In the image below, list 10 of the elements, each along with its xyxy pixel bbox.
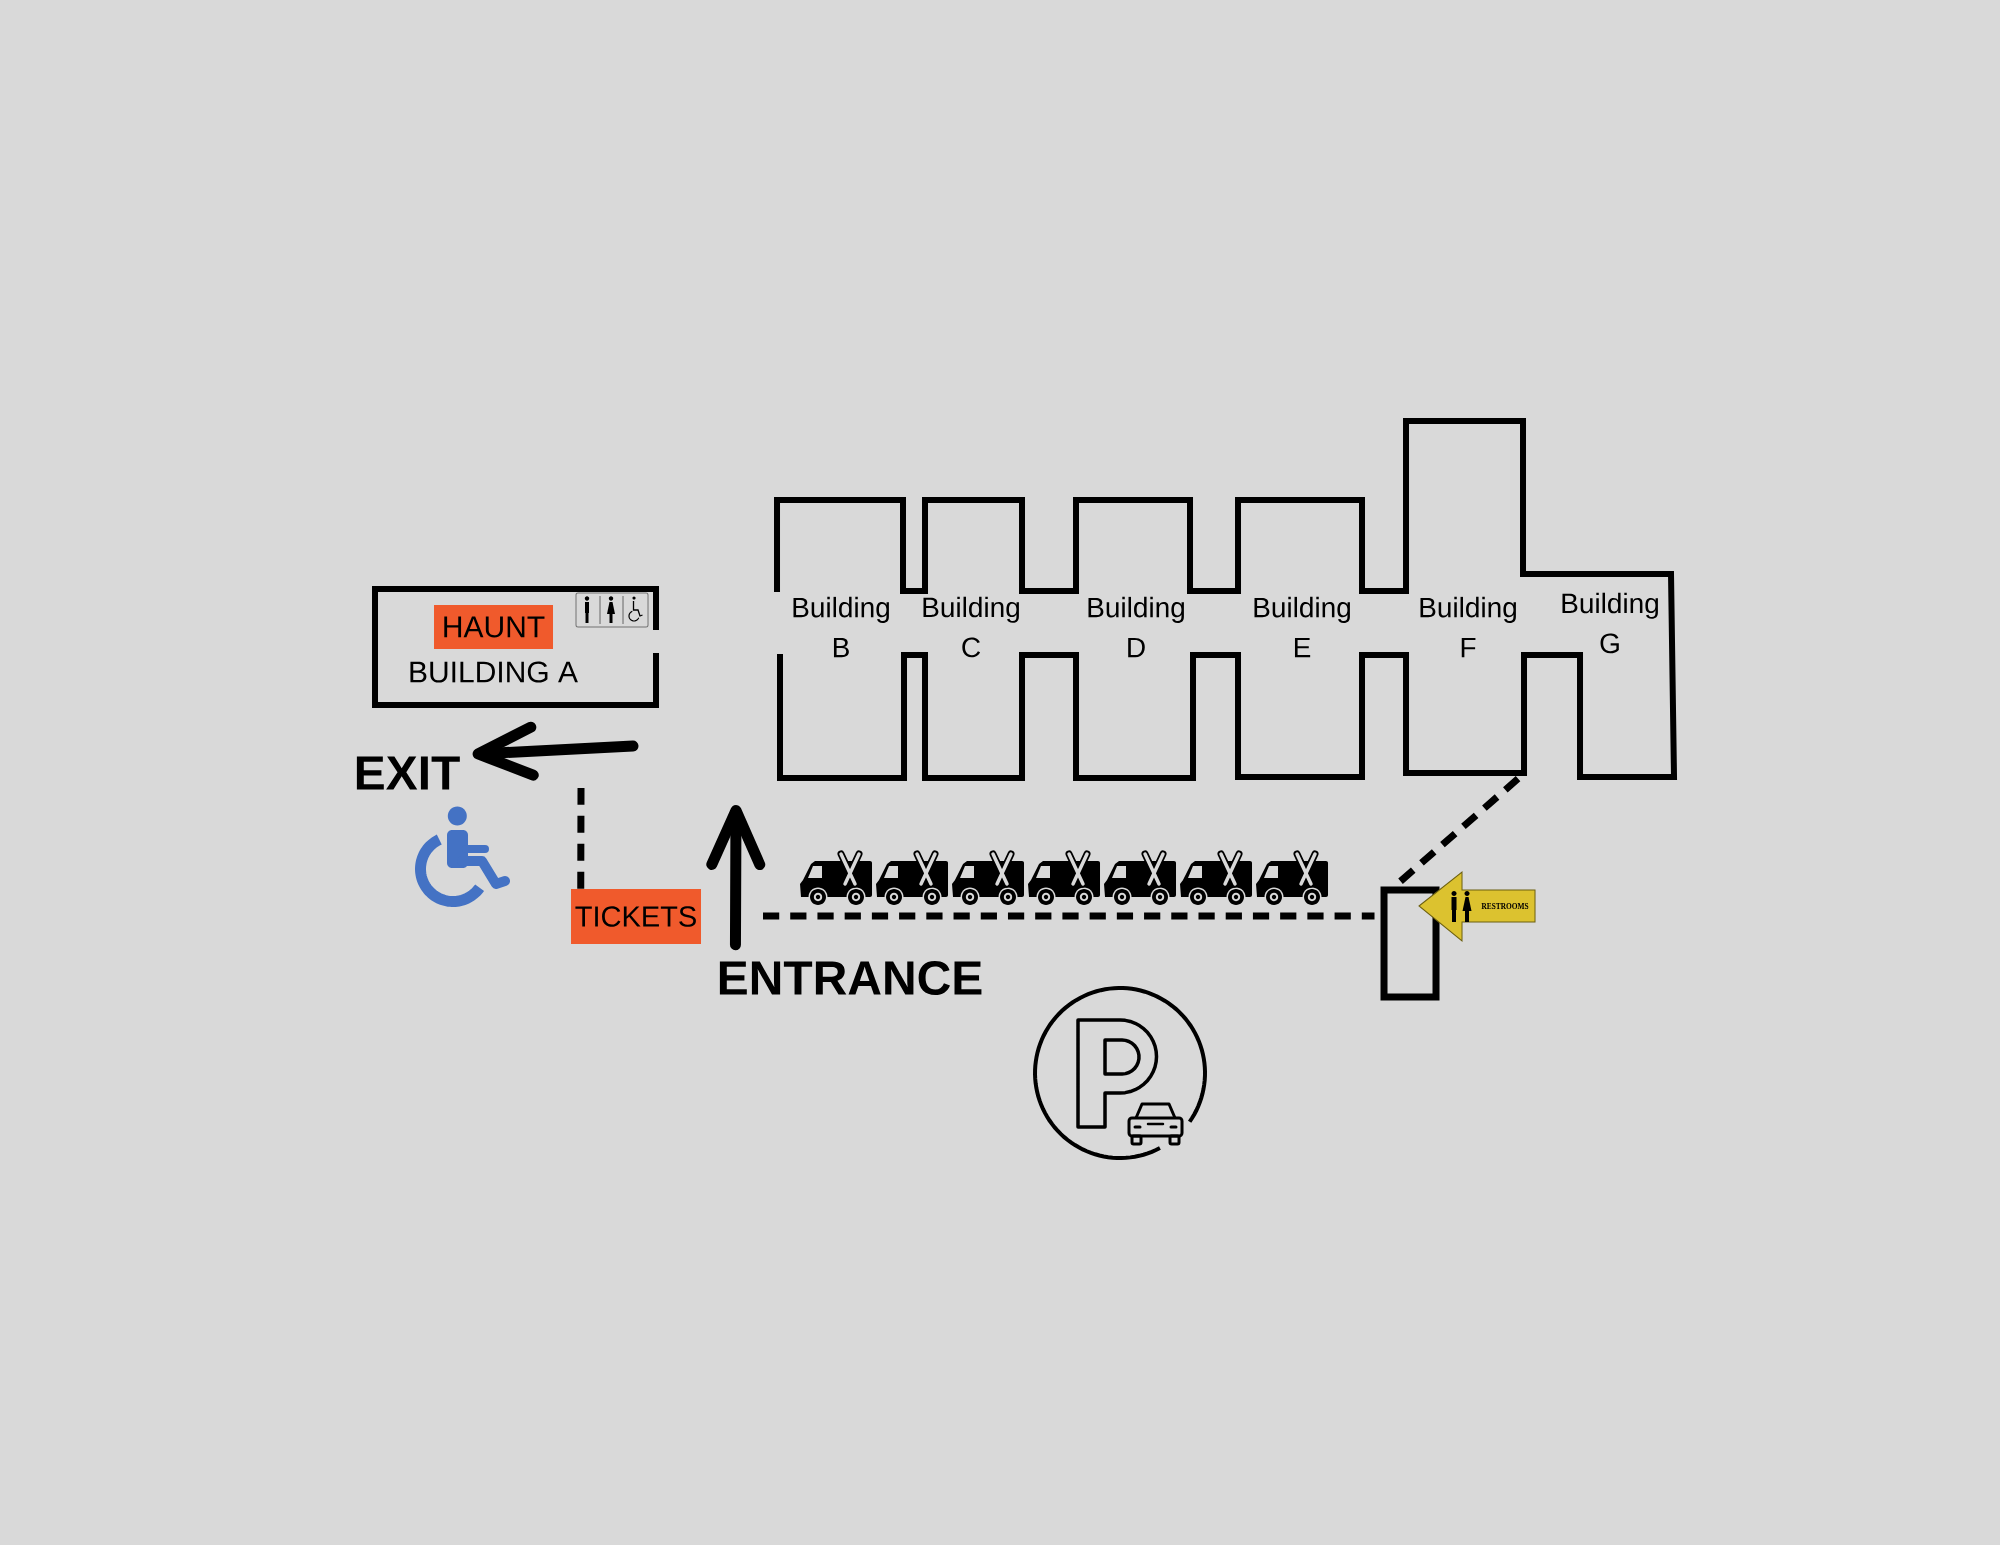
arrow: [472, 721, 639, 781]
exit-label: EXIT: [356, 756, 460, 790]
building-outline: [1380, 886, 1440, 1001]
arrow-sign: RESTROOMS: [1418, 871, 1536, 942]
arrow: [706, 805, 766, 951]
dashed-path: [1398, 775, 1521, 884]
entrance-label: ENTRANCE: [719, 961, 982, 995]
label-box: HAUNT: [434, 605, 553, 649]
label-box: TICKETS: [571, 889, 701, 944]
building-outline: Building B: [774, 497, 907, 781]
